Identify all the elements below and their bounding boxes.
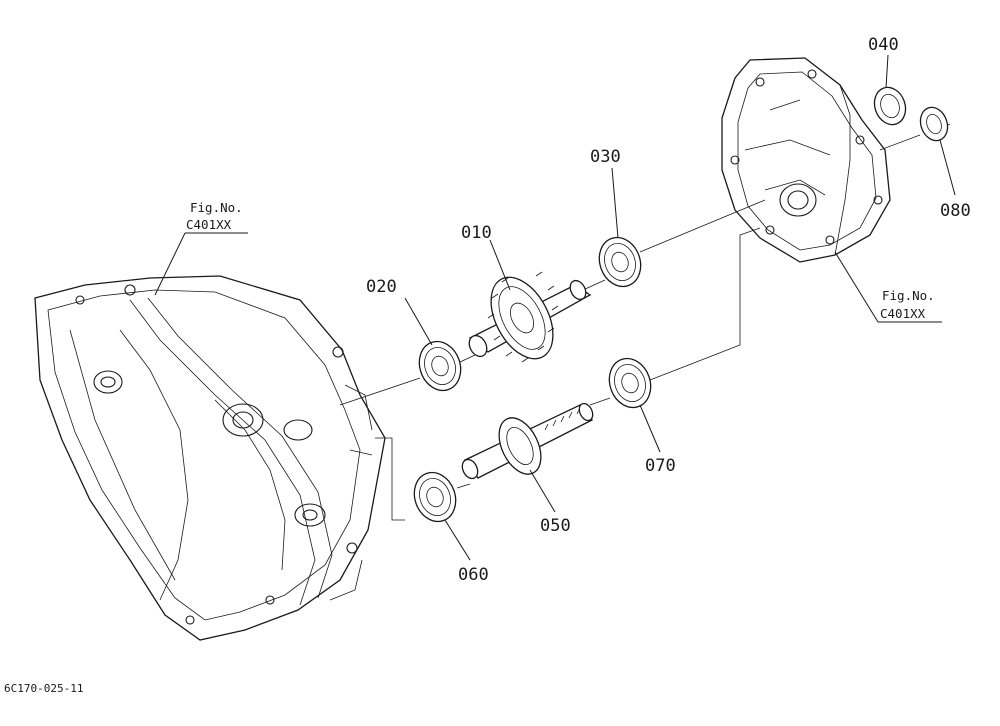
leader-lines [154,54,956,561]
part-label-080: 080 [940,201,971,221]
seal-040 [873,86,907,126]
drawing-code: 6C170-025-11 [4,682,83,695]
fig-ref-left-line1: Fig.No. [190,200,243,215]
bearing-070 [608,357,652,409]
fig-ref-left-line2: C401XX [186,217,232,232]
right-housing [721,57,891,263]
bearing-020 [418,340,462,392]
figure-reference-right: Fig.No. C401XX [880,288,935,321]
part-label-030: 030 [590,147,621,167]
part-label-020: 020 [366,277,397,297]
part-label-060: 060 [458,565,489,585]
fig-ref-right-line2: C401XX [880,306,926,321]
figure-reference-left: Fig.No. C401XX [186,200,243,232]
bearing-060 [413,471,457,523]
part-label-070: 070 [645,456,676,476]
gear-shaft-050 [461,402,594,480]
gear-shaft-010 [468,271,592,363]
seal-080 [919,106,949,142]
assembly-lines [339,123,951,521]
left-transmission-case [34,275,386,641]
fig-ref-right-line1: Fig.No. [882,288,935,303]
bearing-030 [598,236,642,288]
part-label-050: 050 [540,516,571,536]
part-label-010: 010 [461,223,492,243]
part-label-040: 040 [868,35,899,55]
